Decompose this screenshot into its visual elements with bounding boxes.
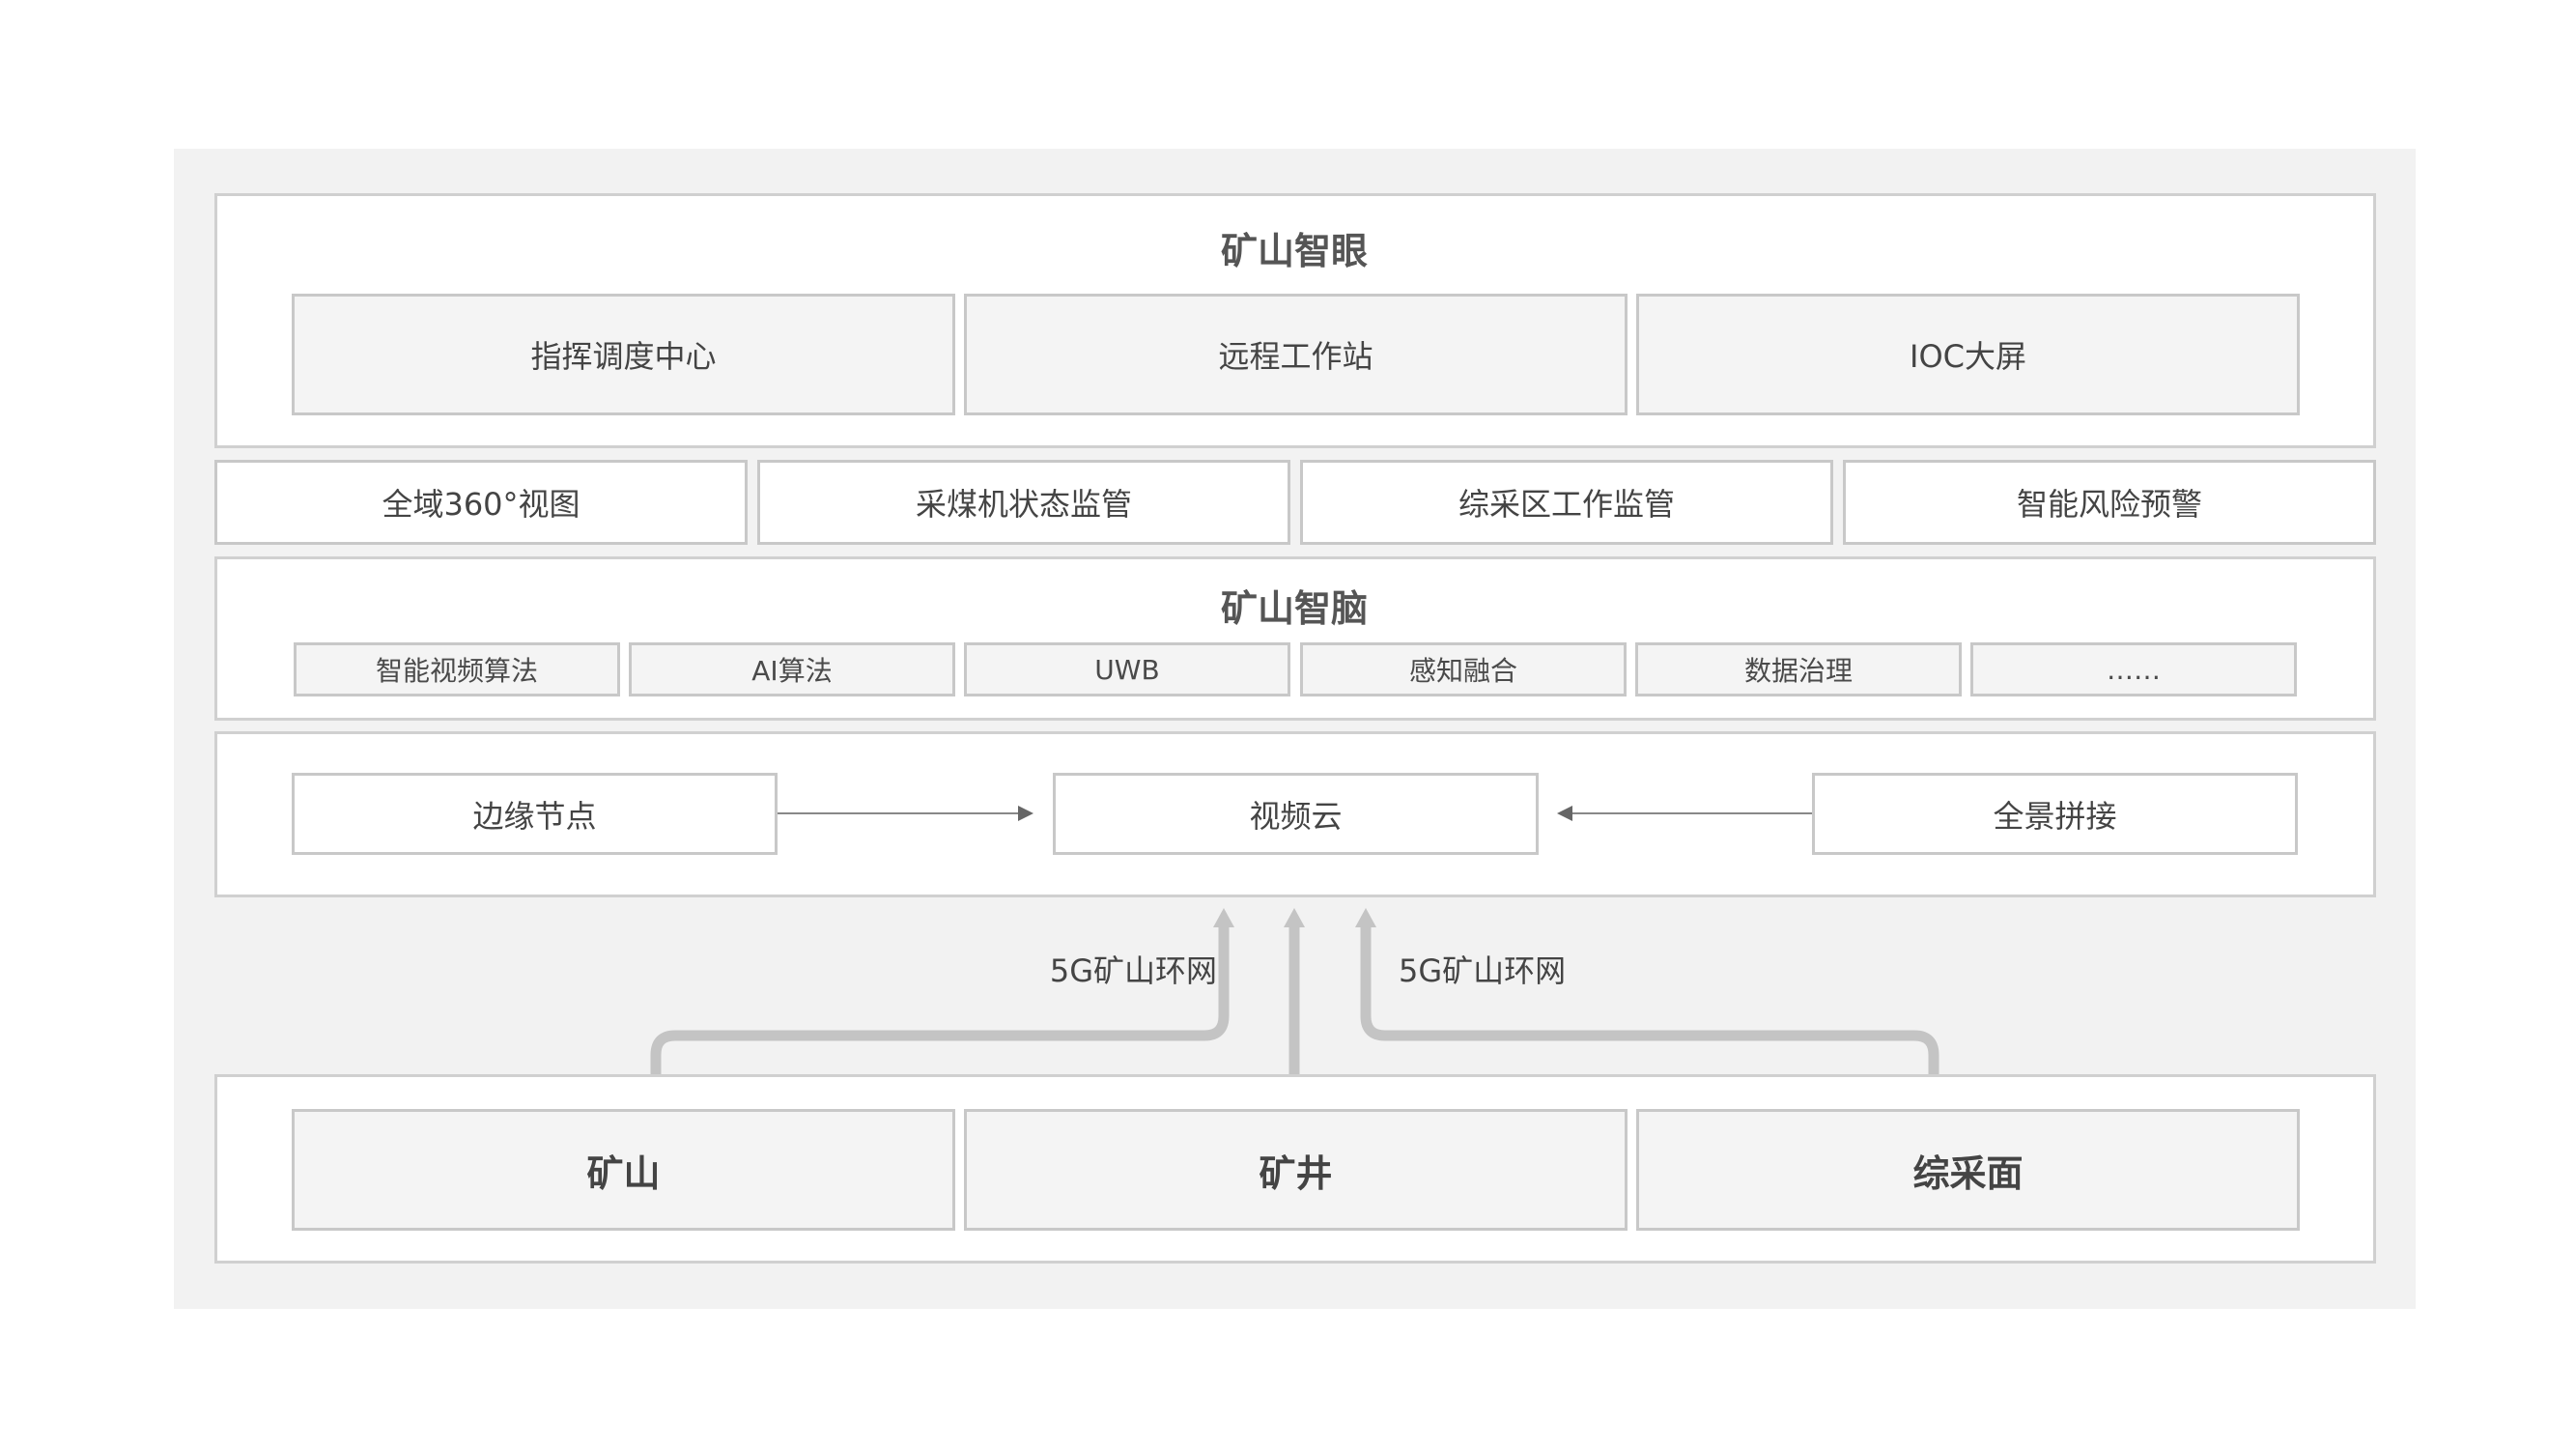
brain-item-data-governance: 数据治理 bbox=[1635, 642, 1962, 696]
network-pipe-right-arrowhead bbox=[1355, 908, 1376, 927]
network-pipe-right bbox=[1360, 925, 1939, 1074]
eye-layer-title: 矿山智眼 bbox=[1220, 229, 1368, 272]
eye-item-remote-workstation: 远程工作站 bbox=[964, 294, 1628, 415]
app-risk-warning: 智能风险预警 bbox=[1843, 460, 2376, 545]
app-panorama-view: 全域360°视图 bbox=[214, 460, 748, 545]
eye-item-ioc-screen: IOC大屏 bbox=[1636, 294, 2300, 415]
panorama-stitching-box: 全景拼接 bbox=[1812, 773, 2298, 855]
brain-item-more: …… bbox=[1970, 642, 2297, 696]
source-shaft: 矿井 bbox=[964, 1109, 1628, 1231]
network-label-right: 5G矿山环网 bbox=[1399, 952, 1567, 989]
brain-item-video-algorithm: 智能视频算法 bbox=[294, 642, 620, 696]
brain-item-uwb: UWB bbox=[964, 642, 1290, 696]
edge-to-cloud-arrowhead bbox=[1018, 806, 1033, 821]
eye-item-command-center: 指挥调度中心 bbox=[292, 294, 955, 415]
video-cloud-box: 视频云 bbox=[1053, 773, 1539, 855]
app-shearer-monitoring: 采煤机状态监管 bbox=[757, 460, 1290, 545]
network-pipe-left-arrowhead bbox=[1213, 908, 1234, 927]
brain-item-sensor-fusion: 感知融合 bbox=[1300, 642, 1627, 696]
panorama-to-cloud-arrowhead bbox=[1557, 806, 1572, 821]
source-working-face: 综采面 bbox=[1636, 1109, 2300, 1231]
brain-layer-title: 矿山智脑 bbox=[1220, 586, 1368, 630]
network-label-left: 5G矿山环网 bbox=[1049, 952, 1217, 989]
network-pipe-center-arrowhead bbox=[1284, 908, 1305, 927]
app-mining-area-monitoring: 综采区工作监管 bbox=[1300, 460, 1833, 545]
source-mine: 矿山 bbox=[292, 1109, 955, 1231]
brain-item-ai-algorithm: AI算法 bbox=[629, 642, 955, 696]
network-pipe-left bbox=[650, 925, 1230, 1074]
edge-node-box: 边缘节点 bbox=[292, 773, 778, 855]
